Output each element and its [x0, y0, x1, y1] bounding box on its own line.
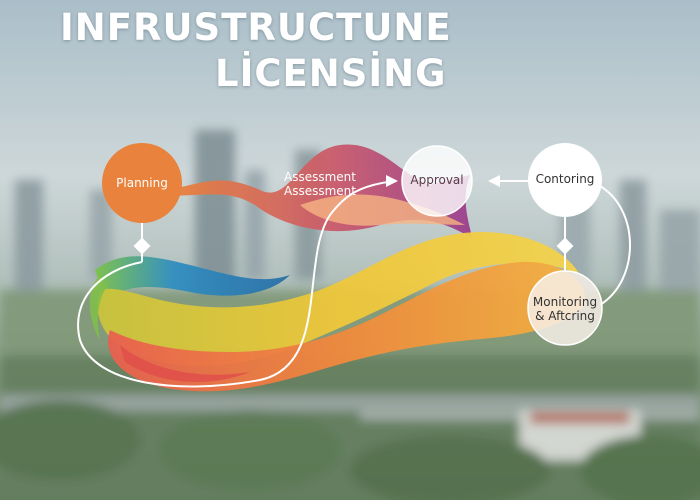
label-assessment-line2: Assessment [284, 184, 356, 198]
label-contoring: Contoring [535, 172, 595, 186]
ribbon-blue [95, 256, 290, 300]
node-monitoring [527, 270, 603, 346]
label-planning: Planning [116, 176, 168, 190]
label-monitoring: Monitoring & Aftcring [525, 295, 605, 323]
connector-right-loop [599, 185, 631, 306]
label-assessment-line1: Assessment [284, 170, 356, 184]
title-line-2: LİCENSİNG [215, 52, 447, 95]
label-monitoring-line1: Monitoring [532, 295, 598, 309]
ribbon-green [89, 275, 108, 340]
label-approval: Approval [410, 173, 464, 187]
node-planning [102, 143, 182, 223]
diamond-marker-monitoring [556, 237, 574, 255]
label-assessment: Assessment Assessment [280, 170, 360, 198]
ribbon-yellow [97, 231, 580, 366]
diamond-marker-planning [133, 237, 151, 255]
node-contoring [528, 143, 602, 217]
title-line-1: INFRUSTRUCTUNE [60, 6, 452, 49]
arrowhead-to-approval-right [488, 175, 500, 187]
label-monitoring-line2: & Aftcring [535, 309, 595, 323]
connector-left-loop [77, 180, 396, 388]
ribbon-red [120, 345, 250, 383]
flow-ribbons [89, 144, 586, 392]
arrowhead-to-approval-left [386, 175, 398, 187]
node-approval [401, 145, 473, 217]
ribbon-orange [108, 261, 586, 392]
